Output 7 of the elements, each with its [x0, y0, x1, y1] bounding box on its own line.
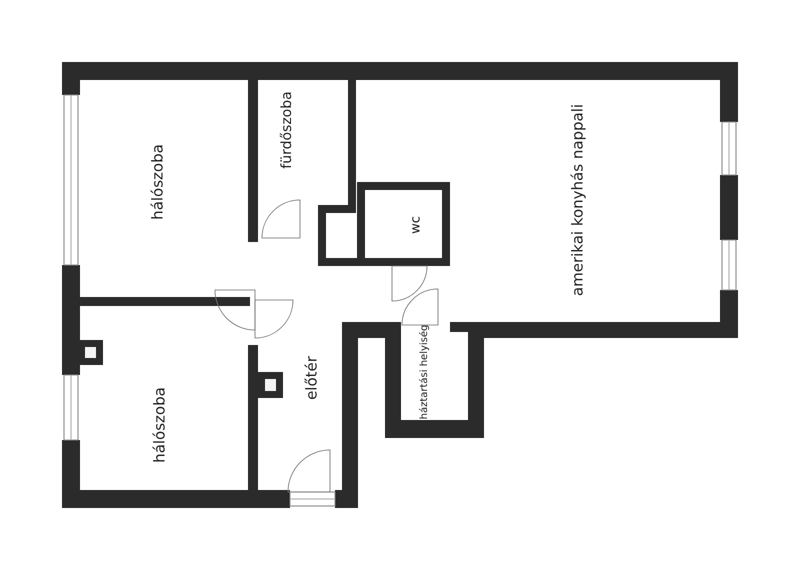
- room-label: hálószoba: [152, 387, 168, 463]
- room-label: háztartási helyiség: [420, 324, 430, 420]
- room-label: fürdőszoba: [280, 91, 294, 169]
- room-label: wc: [410, 216, 422, 234]
- room-label: előtér: [304, 356, 320, 400]
- room-label: hálószoba: [150, 144, 166, 220]
- room-label: amerikai konyhás nappali: [570, 104, 586, 296]
